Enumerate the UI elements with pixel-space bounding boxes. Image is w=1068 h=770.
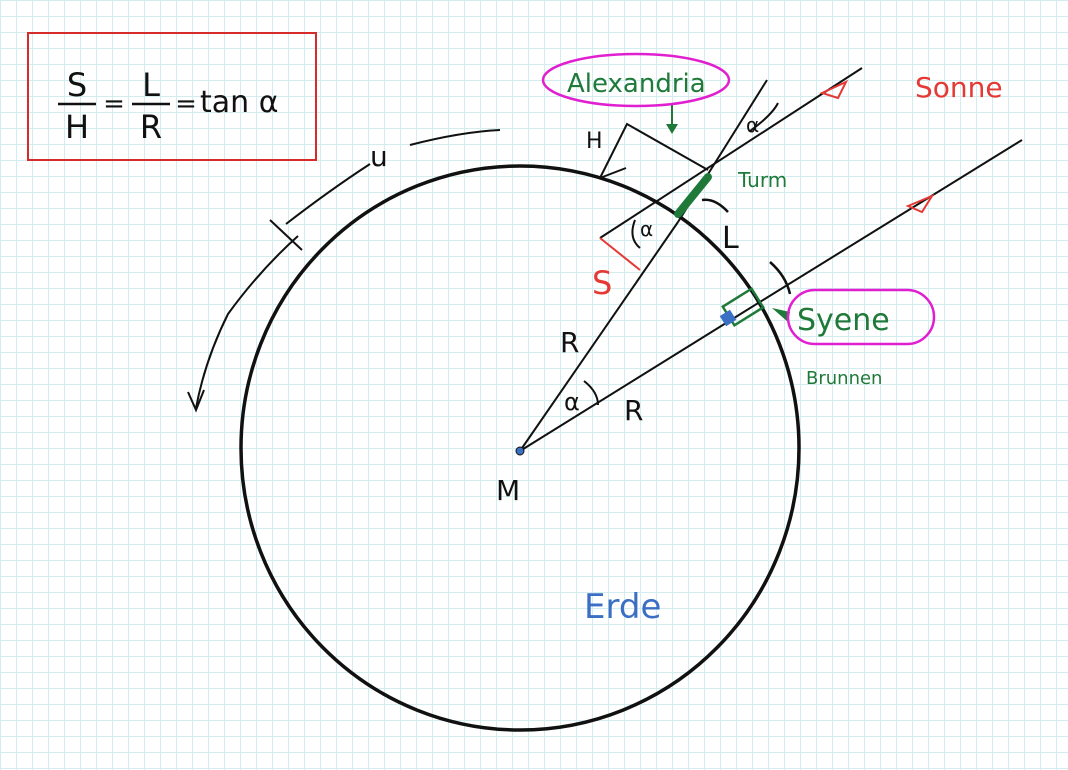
radius-to-alexandria: [519, 221, 679, 452]
formula-box: [27, 32, 317, 161]
erde-label: Erde: [584, 587, 661, 627]
syene-pointer: [772, 308, 790, 322]
syene-bubble: [786, 288, 936, 346]
sun-ray-alexandria: [599, 67, 863, 239]
syene-label: Syene: [797, 303, 890, 338]
formula-denominator-2: R: [140, 108, 162, 146]
formula-numerator-2: L: [142, 66, 160, 104]
formula-numerator-1: S: [67, 66, 87, 104]
formula-approx-2: =: [175, 89, 197, 119]
h-construction: [599, 122, 709, 179]
h-label: H: [586, 129, 603, 154]
alexandria-bubble: [541, 52, 731, 108]
alpha-arc-mid: [631, 219, 641, 249]
u-arc-mid: [285, 163, 371, 225]
u-tick: [269, 219, 303, 251]
alpha-label-center: α: [564, 388, 580, 416]
ray-arrow-2: [905, 193, 935, 214]
u-arc-left: [195, 235, 299, 409]
alpha-arc-center: [583, 380, 599, 406]
r-label-lower: R: [624, 394, 643, 427]
alpha-label-top: α: [746, 113, 759, 137]
radius-to-syene: [519, 304, 756, 452]
m-label: M: [496, 474, 520, 507]
brunnen-label: Brunnen: [806, 368, 882, 389]
tower: [674, 173, 712, 218]
turm-label: Turm: [737, 168, 787, 192]
alexandria-label: Alexandria: [567, 69, 706, 99]
r-label-upper: R: [560, 326, 579, 359]
alpha-label-mid: α: [640, 217, 653, 241]
s-measure: [599, 237, 641, 271]
sun-ray-syene: [754, 139, 1023, 306]
formula-approx-1: =: [103, 89, 125, 119]
h-tick: [599, 167, 627, 179]
earth-circle: [239, 164, 801, 732]
formula-denominator-1: H: [65, 108, 89, 146]
formula-rhs: tan α: [200, 85, 278, 120]
l-label: L: [722, 221, 739, 256]
l-arrow-top: [701, 198, 729, 213]
s-label: S: [592, 264, 612, 302]
sonne-label: Sonne: [915, 71, 1003, 104]
alexandria-pointer-head: [666, 124, 678, 134]
well-water: [719, 309, 737, 327]
u-arrow-head: [187, 389, 205, 413]
u-arc-right: [409, 129, 501, 146]
l-arrow-bottom: [769, 261, 792, 295]
ray-arrow-1: [819, 79, 849, 100]
center-point: [515, 446, 525, 456]
alpha-arc-top: [749, 102, 779, 132]
u-label: u: [370, 140, 388, 173]
